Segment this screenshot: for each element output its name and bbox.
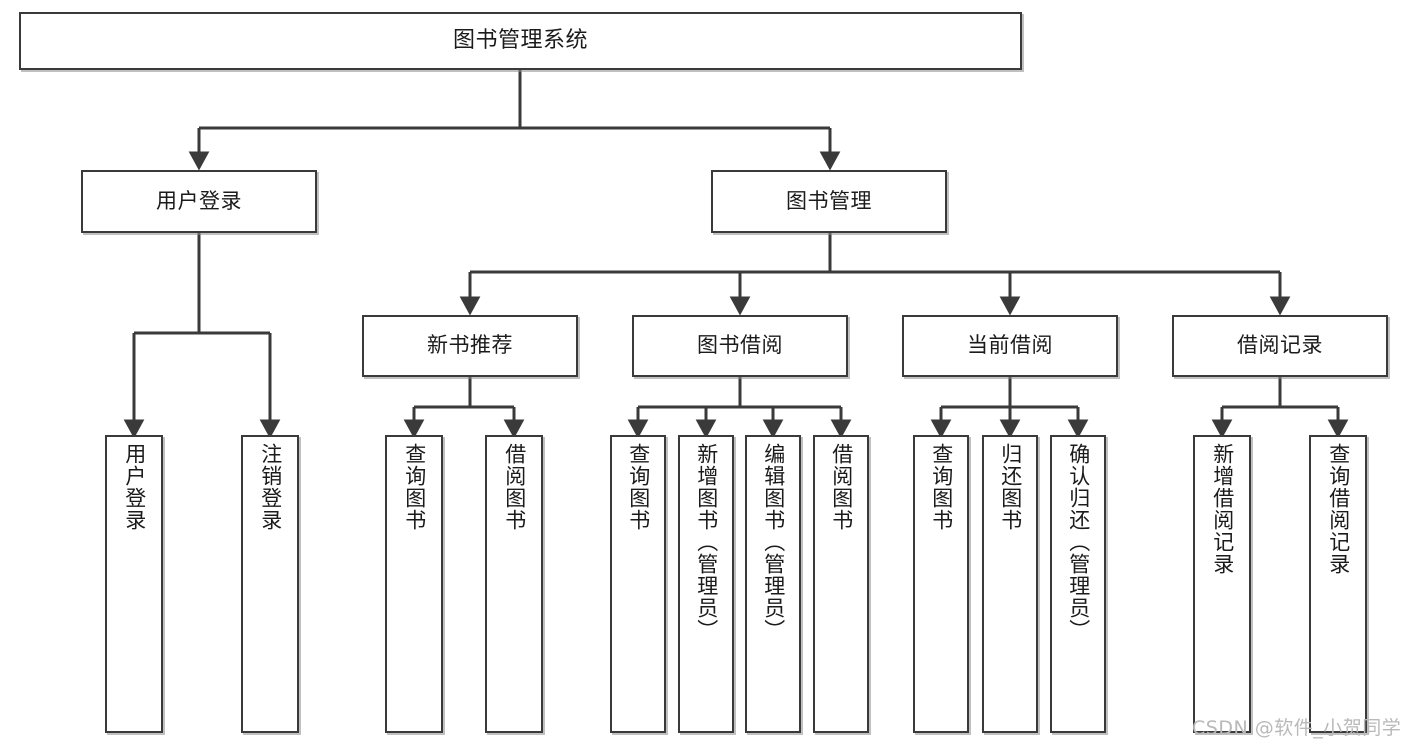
node-label: 借阅图书 [502, 443, 527, 531]
node-label: 查询借阅记录 [1326, 443, 1351, 575]
leaf-recommend-query-book[interactable]: 查询图书 [385, 435, 443, 733]
leaf-current-query-book[interactable]: 查询图书 [913, 435, 969, 733]
node-label: 查询图书 [402, 443, 427, 531]
node-label: 当前借阅 [967, 333, 1053, 358]
node-label: 注销登录 [258, 443, 283, 531]
leaf-user-login-logout[interactable]: 注销登录 [241, 435, 299, 733]
node-label: 借阅记录 [1237, 333, 1323, 358]
leaf-current-return-book[interactable]: 归还图书 [982, 435, 1038, 733]
leaf-recommend-borrow-book[interactable]: 借阅图书 [485, 435, 543, 733]
leaf-records-query-record[interactable]: 查询借阅记录 [1309, 435, 1367, 733]
csdn-watermark: CSDN @软件_小贺同学 [1192, 717, 1402, 739]
leaf-borrow-query-book[interactable]: 查询图书 [610, 435, 666, 733]
node-label: 新增借阅记录 [1210, 443, 1235, 575]
node-label: 图书管理系统 [452, 27, 588, 53]
node-label: 用户登录 [122, 443, 147, 531]
node-new-book-recommend[interactable]: 新书推荐 [362, 315, 578, 377]
leaf-borrow-add-book-admin[interactable]: 新增图书（管理员） [678, 435, 734, 733]
leaf-user-login-login[interactable]: 用户登录 [105, 435, 163, 733]
node-root-book-management-system[interactable]: 图书管理系统 [19, 12, 1022, 70]
node-label: 图书管理 [786, 188, 872, 213]
node-label: 新增图书（管理员） [694, 443, 719, 641]
node-user-login[interactable]: 用户登录 [81, 170, 317, 233]
node-label: 编辑图书（管理员） [761, 443, 786, 641]
node-label: 新书推荐 [427, 333, 513, 358]
node-label: 查询图书 [626, 443, 651, 531]
node-borrow-records[interactable]: 借阅记录 [1172, 315, 1388, 377]
leaf-records-add-record[interactable]: 新增借阅记录 [1193, 435, 1251, 733]
node-label: 用户登录 [156, 188, 242, 213]
node-current-borrow[interactable]: 当前借阅 [902, 315, 1118, 377]
leaf-borrow-borrow-book[interactable]: 借阅图书 [813, 435, 869, 733]
node-book-borrow[interactable]: 图书借阅 [632, 315, 848, 377]
node-book-management[interactable]: 图书管理 [711, 170, 947, 233]
leaf-borrow-edit-book-admin[interactable]: 编辑图书（管理员） [745, 435, 801, 733]
node-label: 图书借阅 [697, 333, 783, 358]
node-label: 确认归还（管理员） [1066, 443, 1091, 641]
node-label: 查询图书 [929, 443, 954, 531]
node-label: 借阅图书 [829, 443, 854, 531]
node-label: 归还图书 [998, 443, 1023, 531]
leaf-current-confirm-return-admin[interactable]: 确认归还（管理员） [1050, 435, 1106, 733]
